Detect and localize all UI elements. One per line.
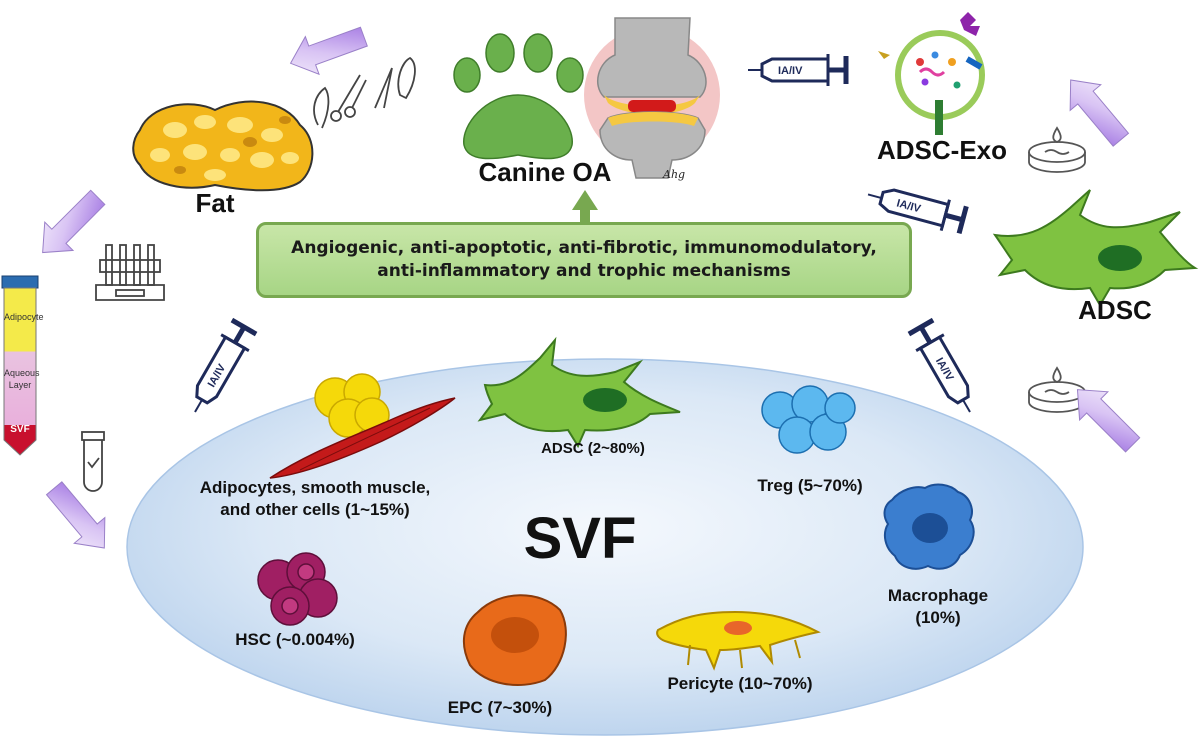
syringe-icon-4: IA/IV [907,317,971,413]
treg-label: Treg (5~70%) [757,476,863,495]
adipocytes-label-1: Adipocytes, smooth muscle, [199,478,431,497]
svf-ellipse [126,358,1084,736]
tube-aqueous-label-2: Layer [8,380,32,390]
tube-aqueous-label-1: Aqueous [4,368,40,378]
surgical-tools-icon [313,56,416,129]
hsc-label: HSC (~0.004%) [235,630,355,649]
mechanism-line-1: Angiogenic, anti-apoptotic, anti-fibroti… [291,238,877,259]
centrifuge-tube [1,275,39,456]
mechanism-box: Angiogenic, anti-apoptotic, anti-fibroti… [256,222,912,298]
small-tube-icon [81,431,105,492]
flow-arrow-2 [42,189,106,254]
mechanism-line-2: anti-inflammatory and trophic mechanisms [377,261,791,281]
pericyte-label: Pericyte (10~70%) [667,674,813,693]
epc-label: EPC (7~30%) [447,698,553,717]
flow-arrow-5 [1076,389,1141,453]
fat-label: Fat [195,188,235,218]
epc-cell-icon [462,594,567,686]
signature-text: Ahg [662,168,685,181]
adsc-label: ADSC [1078,295,1152,325]
flow-arrow-1 [289,26,368,76]
syringe-icon-2: IA/IV [867,188,969,235]
petri-dish-icon [1028,126,1086,173]
exosome-icon [878,12,985,135]
adipocyte-cluster-icon [314,373,390,438]
fat-tissue-icon [132,100,314,192]
petri-dish-icon-2 [1028,366,1086,413]
syringe-label-1: IA/IV [778,65,803,77]
paw-icon [453,33,584,160]
canine-oa-label: Canine OA [478,157,612,187]
treg-cell-icon [761,385,856,454]
tube-svf-label: SVF [10,424,30,435]
up-arrow [572,190,598,224]
adipocytes-label-2: and other cells (1~15%) [220,500,410,519]
adsc-cell-icon [992,189,1199,307]
knee-joint-icon [584,17,720,179]
adsc-exo-label: ADSC-Exo [876,135,1007,165]
adsc-small-cell-icon [477,336,681,449]
flow-arrow-4 [1069,79,1130,147]
hsc-cell-icon [257,552,338,626]
adsc-percent-label: ADSC (2~80%) [541,440,645,457]
svf-title: SVF [523,506,637,571]
tube-adipocyte-label: Adipocyte [4,312,44,322]
macrophage-label-1: Macrophage [887,586,989,605]
syringe-icon-3: IA/IV [194,317,258,413]
macrophage-label-2: (10%) [915,608,961,627]
syringe-icon-1: IA/IV [748,54,849,86]
smooth-muscle-icon [269,397,456,479]
flow-arrow-3 [45,481,106,549]
lab-rack-icon [95,244,165,301]
pericyte-cell-icon [656,610,821,671]
macrophage-cell-icon [883,483,975,570]
